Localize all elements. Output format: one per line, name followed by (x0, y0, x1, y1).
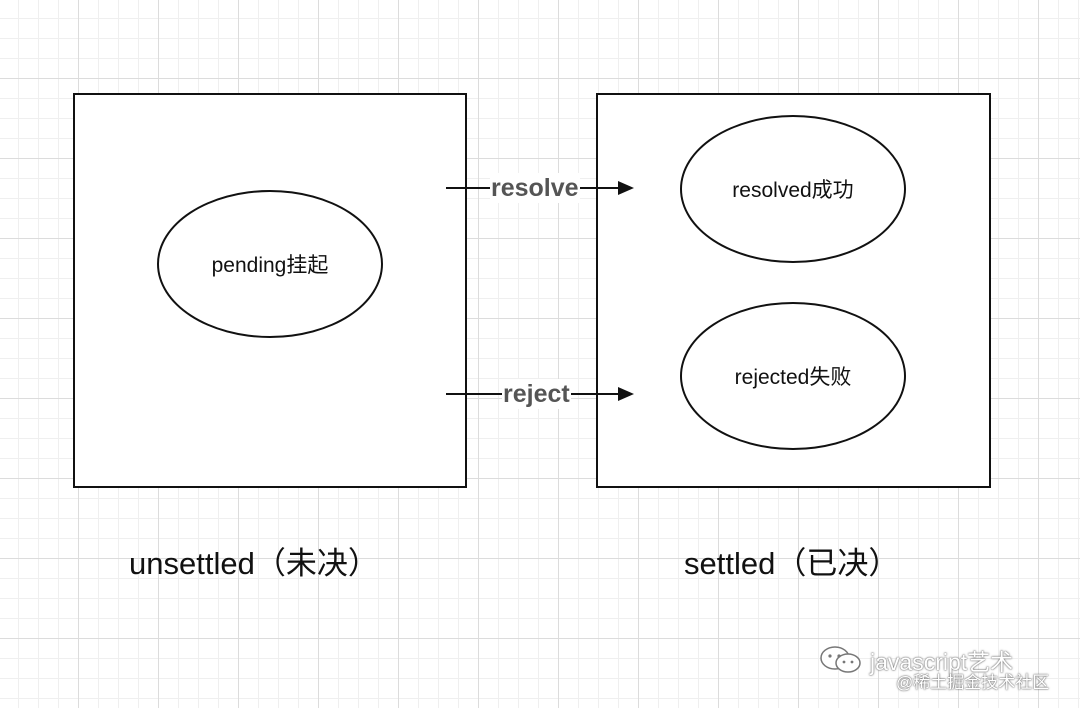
watermark-account-name: javascript艺术 (870, 649, 1014, 675)
pending-label: pending挂起 (211, 254, 329, 277)
wechat-icon (820, 646, 861, 673)
watermark-account: javascript艺术 (818, 643, 1013, 677)
resolved-state: resolved成功 (680, 115, 906, 263)
pending-state: pending挂起 (157, 190, 383, 338)
reject-edge-label: reject (502, 379, 571, 409)
watermark-source: @稀土掘金技术社区 (896, 673, 1050, 692)
resolved-label: resolved成功 (732, 179, 854, 202)
unsettled-caption: unsettled（未决） (129, 546, 379, 581)
rejected-state: rejected失败 (680, 302, 906, 450)
settled-caption: settled（已决） (684, 546, 900, 581)
rejected-label: rejected失败 (734, 366, 852, 389)
resolve-edge-label: resolve (490, 173, 580, 203)
